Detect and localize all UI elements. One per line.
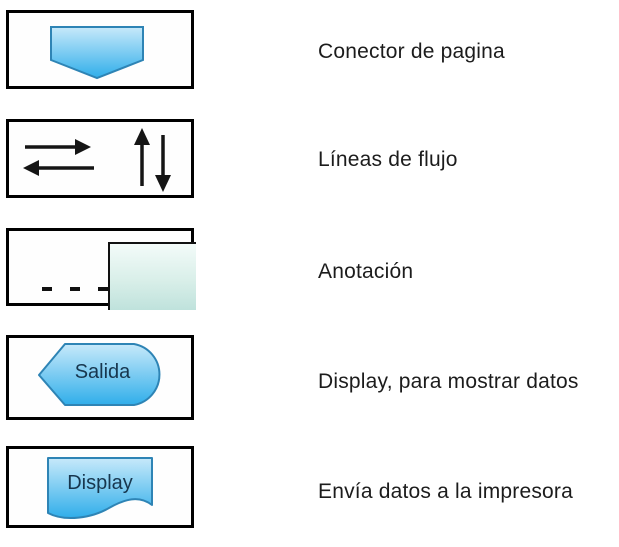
symbol-box-document: Display [6, 446, 194, 528]
symbol-box-annotation [6, 228, 196, 310]
symbol-box-page-connector [6, 10, 194, 89]
legend-label-document: Envía datos a la impresora [318, 480, 573, 503]
annotation-icon [108, 242, 196, 310]
legend-label-display: Display, para mostrar datos [318, 370, 579, 393]
page-connector-icon [50, 26, 144, 80]
symbol-box-flow-lines [6, 119, 194, 198]
annotation-dashed-line [42, 287, 120, 291]
display-icon [38, 343, 161, 406]
legend-label-annotation: Anotación [318, 260, 414, 283]
document-shape-label: Display [67, 471, 133, 494]
display-shape-label: Salida [74, 361, 131, 383]
document-icon [47, 457, 153, 519]
flow-lines-icon [23, 128, 171, 192]
legend-label-page-connector: Conector de pagina [318, 40, 505, 63]
symbol-box-display: Salida [6, 335, 194, 420]
legend-label-flow-lines: Líneas de flujo [318, 148, 458, 171]
